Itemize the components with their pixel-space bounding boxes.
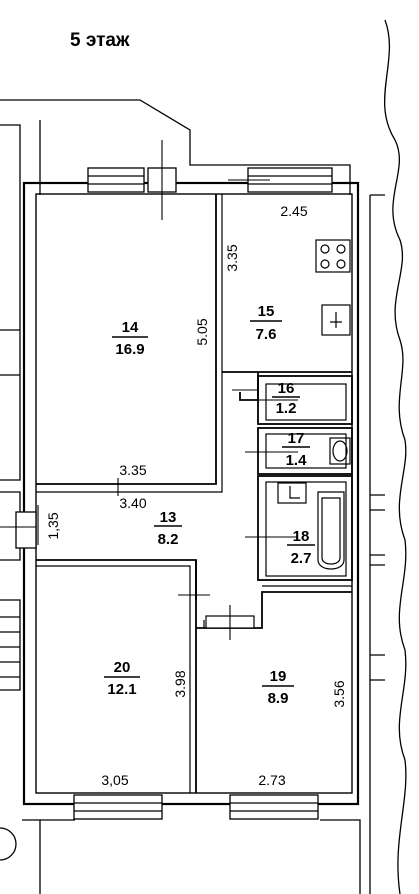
break-line xyxy=(383,19,407,894)
floor-title: 5 этаж xyxy=(70,30,130,51)
room-16-area: 1.2 xyxy=(276,400,297,417)
dim-3-35-kitchen: 3.35 xyxy=(224,244,240,271)
room-16-number: 16 xyxy=(278,380,295,397)
room-20-number: 20 xyxy=(114,659,131,676)
room-19-area: 8.9 xyxy=(268,690,289,707)
sink-icon xyxy=(321,304,351,336)
bathtub-icon xyxy=(317,491,345,570)
apartment-outer-wall xyxy=(22,181,360,806)
room-13-area: 8.2 xyxy=(158,531,179,548)
room-labels: 14 16.9 15 7.6 16 1.2 17 1.4 13 8.2 18 2… xyxy=(104,303,315,707)
dim-2-73: 2.73 xyxy=(258,772,285,788)
room-18-wall xyxy=(257,475,353,581)
dim-2-45: 2.45 xyxy=(280,203,307,219)
room-14-wall xyxy=(36,194,217,485)
apartment-inner-wall xyxy=(35,193,353,794)
toilet-icon xyxy=(329,437,351,465)
window xyxy=(87,167,145,193)
room-18-number: 18 xyxy=(293,528,310,545)
window xyxy=(73,794,163,820)
room-14-area: 16.9 xyxy=(115,341,144,358)
room-15-area: 7.6 xyxy=(256,326,277,343)
room-14-number: 14 xyxy=(122,319,139,336)
dim-3-35-room: 3.35 xyxy=(119,462,146,478)
washbasin-icon xyxy=(277,482,307,504)
room-17-number: 17 xyxy=(288,430,305,447)
room-19-number: 19 xyxy=(270,668,287,685)
dim-3-56: 3.56 xyxy=(331,680,347,707)
room-13-number: 13 xyxy=(160,509,177,526)
stove-icon xyxy=(315,239,351,273)
dim-3-98: 3.98 xyxy=(172,670,188,697)
dimension-labels: 2.45 3.35 5.05 3.35 3.40 1,35 3.98 3.56 … xyxy=(45,203,347,788)
left-building-wall xyxy=(0,99,351,195)
room-17-area: 1.4 xyxy=(286,452,308,469)
window xyxy=(247,167,333,193)
dim-3-05: 3,05 xyxy=(101,772,128,788)
dim-1-35: 1,35 xyxy=(45,512,61,539)
room-15-number: 15 xyxy=(258,303,275,320)
entry-door xyxy=(15,511,37,549)
room-18-area: 2.7 xyxy=(291,550,312,567)
dim-3-40: 3.40 xyxy=(119,495,146,511)
room-20-area: 12.1 xyxy=(107,681,136,698)
dim-5-05: 5.05 xyxy=(194,318,210,345)
room-17-wall xyxy=(257,427,353,475)
window xyxy=(229,794,319,820)
